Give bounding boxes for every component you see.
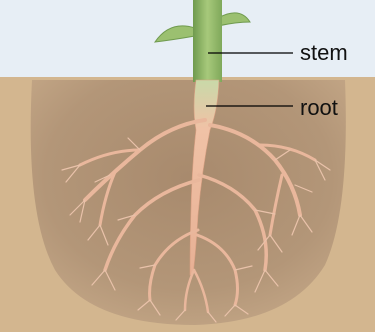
stem: [193, 0, 222, 82]
stem-label: stem: [300, 42, 348, 64]
root-label: root: [300, 97, 338, 119]
sky-background: [0, 0, 375, 78]
